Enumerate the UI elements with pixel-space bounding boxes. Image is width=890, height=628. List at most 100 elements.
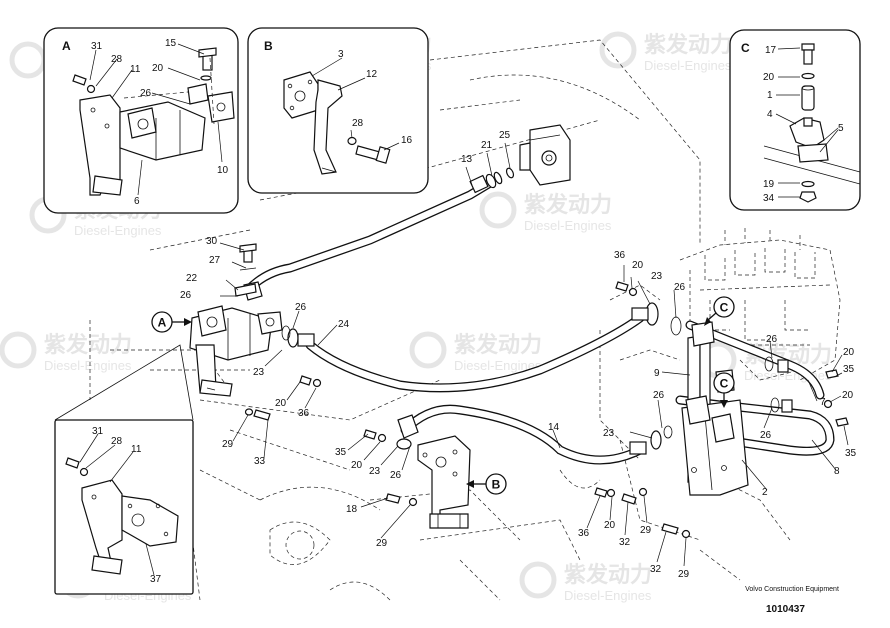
watermark-logo: 紫发动力 Diesel-Engines (599, 31, 732, 73)
diagram-label: B (264, 39, 273, 53)
part-number-label: 26 (653, 390, 665, 401)
part-number-label: 1 (767, 90, 773, 101)
part-number-label: 9 (654, 368, 660, 379)
diagram-label: Diesel-Engines (44, 358, 132, 373)
part-number-label: 23 (253, 367, 265, 378)
panel-a-detail: 31 28 11 37 (54, 344, 194, 595)
diagram-label: 紫发动力 (44, 332, 132, 357)
part-number-label: 31 (91, 41, 103, 52)
part-number-label: 35 (843, 364, 855, 375)
part-number-label: 15 (165, 38, 177, 49)
part-number-label: 28 (352, 118, 364, 129)
part-number-label: 26 (674, 282, 686, 293)
part-number-label: 37 (150, 574, 162, 585)
callout-c-upper[interactable]: C (704, 296, 735, 326)
part-number-label: 13 (461, 154, 473, 165)
part-number-label: 26 (766, 334, 778, 345)
part-number-label: 27 (209, 255, 221, 266)
part-number-label: 5 (838, 123, 844, 134)
diagram-label: Diesel-Engines (644, 58, 732, 73)
panel-c: C 17 20 1 4 5 19 34 (729, 29, 861, 211)
part-number-label: 20 (842, 390, 854, 401)
watermark-logo: 紫发动力 Diesel-Engines (519, 561, 652, 603)
part-number-label: 20 (152, 63, 164, 74)
diagram-label: C (741, 41, 750, 55)
watermark-logo: 紫发动力 Diesel-Engines (409, 331, 542, 373)
part-number-label: 29 (222, 439, 234, 450)
part-number-label: 36 (298, 408, 310, 419)
diagram-label: 紫发动力 (454, 332, 542, 357)
part-number-label: 34 (763, 193, 775, 204)
part-number-label: 36 (614, 250, 626, 261)
part-number-label: 16 (401, 135, 413, 146)
leader-lines (219, 142, 849, 567)
part-number-label: 21 (481, 140, 493, 151)
callout-b[interactable]: B (466, 473, 507, 495)
part-number-label: 11 (130, 64, 141, 75)
part-number-label: 32 (619, 537, 631, 548)
part-number-label: 23 (651, 271, 663, 282)
fasteners-main (244, 281, 849, 539)
diagram-label: A (62, 39, 71, 53)
diagram-label: B (492, 478, 501, 492)
part-number-label: 33 (254, 456, 266, 467)
part-number-label: 11 (131, 444, 142, 455)
part-number-label: 35 (335, 447, 347, 458)
part-number-label: 20 (632, 260, 644, 271)
bracket-12-main (417, 435, 471, 529)
part-number-label: 24 (338, 319, 350, 330)
part-number-label: 19 (763, 179, 775, 190)
part-number-label: 28 (111, 54, 123, 65)
part-number-label: 30 (206, 236, 218, 247)
watermark-logo: 紫发动力 Diesel-Engines (479, 191, 612, 233)
pedal-valve-assembly (189, 243, 283, 397)
part-number-label: 25 (499, 130, 511, 141)
part-number-label: 22 (186, 273, 198, 284)
diagram-label: Diesel-Engines (74, 223, 162, 238)
pipe-7 (685, 320, 825, 400)
part-number-label: 3 (338, 49, 344, 60)
part-number-label: 29 (640, 525, 652, 536)
part-number-label: 28 (111, 436, 123, 447)
panel-b: B 3 12 28 16 (247, 27, 429, 194)
part-number-label: 29 (376, 538, 388, 549)
hose-24 (305, 313, 645, 393)
control-valve-block (609, 228, 841, 381)
part-number-label: 23 (369, 466, 381, 477)
part-number-label: 26 (140, 88, 152, 99)
main-part-numbers: 13 21 25 30 27 22 26 26 24 23 20 36 29 3… (180, 130, 857, 580)
part-number-label: 20 (763, 72, 775, 83)
part-number-label: 32 (650, 564, 662, 575)
part-number-label: 6 (134, 196, 140, 207)
part-number-label: 26 (390, 470, 402, 481)
hose-14 (400, 404, 645, 465)
diagram-label: Diesel-Engines (524, 218, 612, 233)
diagram-label: Diesel-Engines (564, 588, 652, 603)
diagram-label: A (158, 316, 167, 330)
part-number-label: 20 (604, 520, 616, 531)
part-number-label: 20 (275, 398, 287, 409)
diagram-label: Diesel-Engines (454, 358, 542, 373)
part-number-label: 12 (366, 69, 378, 80)
part-number-label: 18 (346, 504, 358, 515)
hose-13 (243, 178, 495, 295)
watermark-logo: 紫发动力 Diesel-Engines (0, 331, 132, 373)
part-number-label: 7 (820, 397, 826, 408)
part-number-label: 8 (834, 466, 840, 477)
diagram-label: 紫发动力 (644, 32, 732, 57)
part-number-label: 4 (767, 109, 773, 120)
pilot-block-fitting (519, 124, 571, 186)
part-number-label: 20 (843, 347, 855, 358)
part-number-label: 36 (578, 528, 590, 539)
panel-a: A 31 28 11 15 20 26 10 6 (43, 27, 239, 214)
callout-a[interactable]: A (151, 311, 192, 333)
callout-c-lower[interactable]: C (713, 372, 735, 408)
diagram-label: C (720, 377, 729, 391)
part-number-label: 29 (678, 569, 690, 580)
diagram-label: 紫发动力 (564, 562, 652, 587)
part-number-label: 26 (295, 302, 307, 313)
part-number-label: 31 (92, 426, 104, 437)
drawing-number: 1010437 (766, 604, 805, 615)
diagram-label: C (720, 301, 729, 315)
